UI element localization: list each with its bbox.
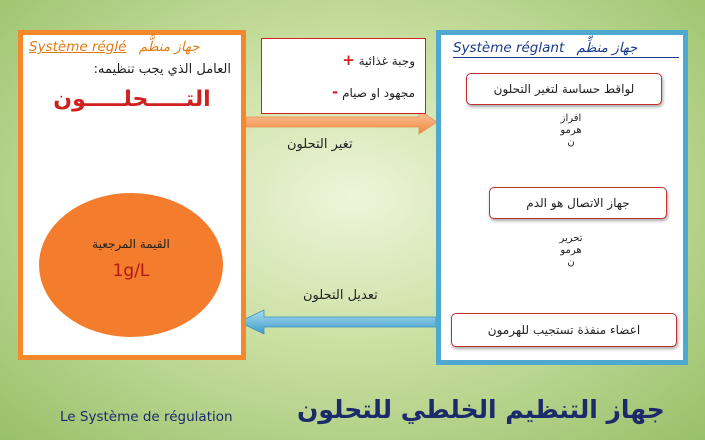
arrow-glycemia-change bbox=[245, 109, 438, 135]
regulating-system-title-ar: جهاز منظِّم bbox=[576, 40, 638, 56]
sensors-box: لواقط حساسة لتغير التحلون bbox=[466, 73, 662, 105]
disturbance-factors-box: وجبة غذائية + مجهود او صيام - bbox=[261, 38, 426, 114]
blood-messenger-box: جهاز الاتصال هو الدم bbox=[489, 187, 667, 219]
hormone-release-line: هرمو bbox=[560, 245, 582, 256]
regulated-system-title: Système réglé جهاز منظَّم bbox=[29, 39, 237, 55]
caption-french: Le Système de régulation bbox=[60, 409, 233, 425]
effector-organs-box: اعضاء منفذة تستجيب للهرمون bbox=[451, 313, 677, 347]
hormone-release-line: ن bbox=[567, 257, 575, 268]
reference-value-ellipse: القيمة المرجعية 1g/L bbox=[39, 193, 223, 337]
regulating-system-title: Système réglant جهاز منظِّم bbox=[453, 40, 679, 58]
hormone-secretion-line: افراز bbox=[560, 113, 582, 124]
regulating-system-box: Système réglant جهاز منظِّم لواقط حساسة … bbox=[436, 30, 688, 365]
hormone-secretion-label: افراز هرمو ن bbox=[551, 113, 591, 149]
regulated-system-title-fr: Système réglé bbox=[29, 39, 127, 55]
hormone-secretion-line: ن bbox=[567, 137, 575, 148]
glycemia-correction-label: تعديل التحلون bbox=[303, 288, 378, 303]
regulated-system-title-ar: جهاز منظَّم bbox=[138, 39, 200, 55]
disturbance-meal: وجبة غذائية + bbox=[328, 51, 415, 69]
disturbance-effort: مجهود او صيام - bbox=[322, 83, 415, 101]
regulated-factor-label: العامل الذي يجب تنظيمه: bbox=[93, 62, 231, 77]
disturbance-effort-text: مجهود او صيام bbox=[342, 86, 415, 100]
reference-value-label: القيمة المرجعية bbox=[92, 237, 170, 251]
disturbance-effort-sign: - bbox=[332, 83, 339, 101]
hormone-release-line: تحرير bbox=[559, 233, 583, 244]
reference-value: 1g/L bbox=[112, 261, 150, 281]
regulated-system-box: Système réglé جهاز منظَّم العامل الذي يج… bbox=[18, 30, 246, 360]
regulating-system-title-fr: Système réglant bbox=[453, 40, 565, 56]
regulated-factor-glycemia: التـــــحلـــــون bbox=[53, 87, 211, 112]
glycemia-change-label: تغير التحلون bbox=[287, 137, 353, 152]
hormone-release-label: تحرير هرمو ن bbox=[551, 233, 591, 269]
disturbance-meal-text: وجبة غذائية bbox=[358, 54, 415, 68]
disturbance-meal-sign: + bbox=[342, 51, 355, 69]
caption-arabic: جهاز التنظيم الخلطي للتحلون bbox=[297, 395, 665, 424]
hormone-secretion-line: هرمو bbox=[560, 125, 582, 136]
arrow-glycemia-correction bbox=[238, 309, 437, 335]
